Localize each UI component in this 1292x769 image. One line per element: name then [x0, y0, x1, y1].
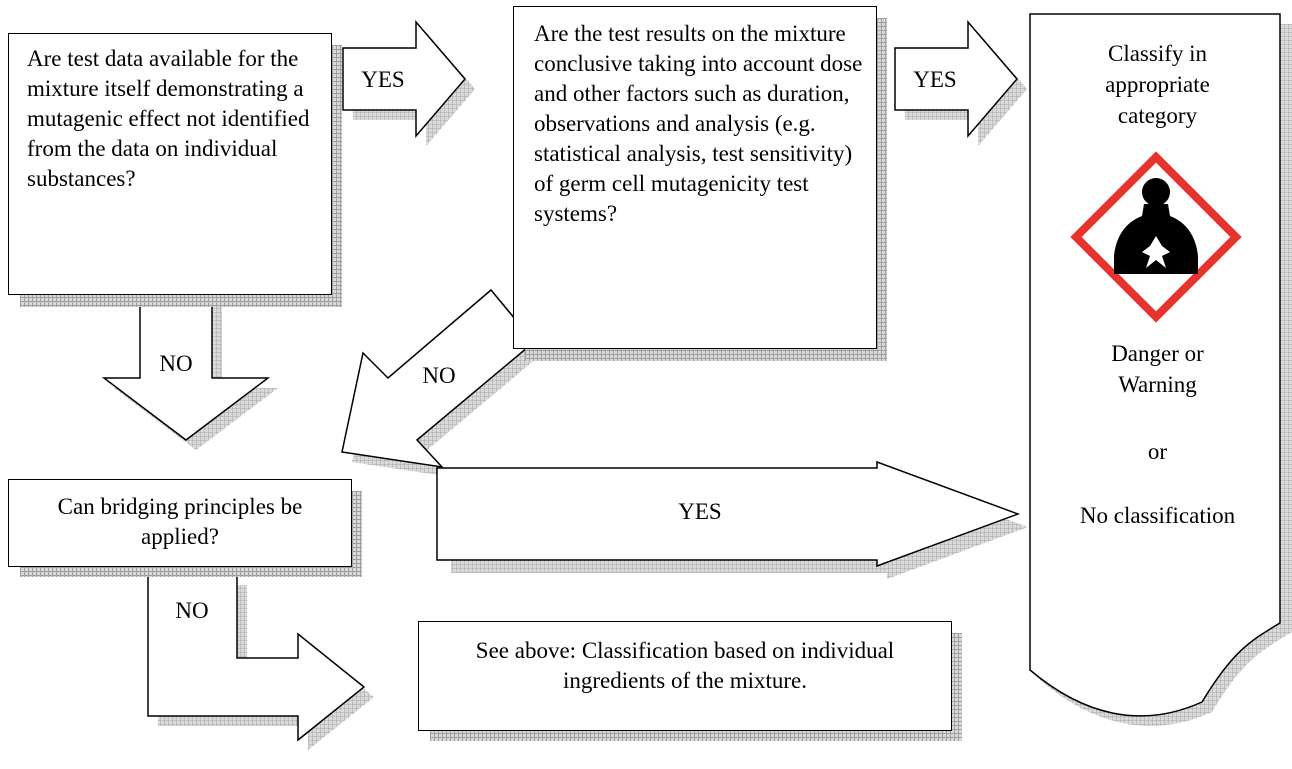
arrow-q2-no: [341, 288, 536, 469]
arrow-q1-no-label: NO: [159, 351, 193, 376]
arrow-q1-yes-label: YES: [361, 67, 405, 92]
classify-text: Classify in appropriate category: [1105, 41, 1210, 128]
arrow-q3-no: [147, 574, 366, 742]
arrow-q3-yes: [436, 460, 1021, 568]
see-above-box: See above: Classification based on indiv…: [418, 621, 952, 731]
health-hazard-icon: [1070, 151, 1242, 323]
arrow-q2-no-label: NO: [422, 363, 456, 388]
q2-box: Are the test results on the mixture conc…: [513, 6, 877, 349]
no-classification-text: No classification: [1079, 503, 1236, 528]
q3-box: Can bridging principles be applied?: [8, 479, 352, 567]
q2-text: Are the test results on the mixture conc…: [534, 21, 863, 226]
arrow-q1-yes: [342, 19, 466, 139]
arrow-q2-yes: [894, 19, 1018, 139]
q1-box: Are test data available for the mixture …: [8, 33, 332, 295]
see-above-text: See above: Classification based on indiv…: [475, 638, 895, 693]
arrow-q3-yes-label: YES: [678, 499, 722, 524]
q1-text: Are test data available for the mixture …: [27, 46, 310, 191]
or-text: or: [1147, 439, 1168, 464]
arrow-q2-yes-label: YES: [913, 67, 957, 92]
result-panel: [1029, 13, 1281, 717]
arrow-q3-no-label: NO: [175, 598, 209, 623]
q3-text: Can bridging principles be applied?: [57, 494, 303, 549]
signal-word-text: Danger or Warning: [1111, 341, 1204, 397]
